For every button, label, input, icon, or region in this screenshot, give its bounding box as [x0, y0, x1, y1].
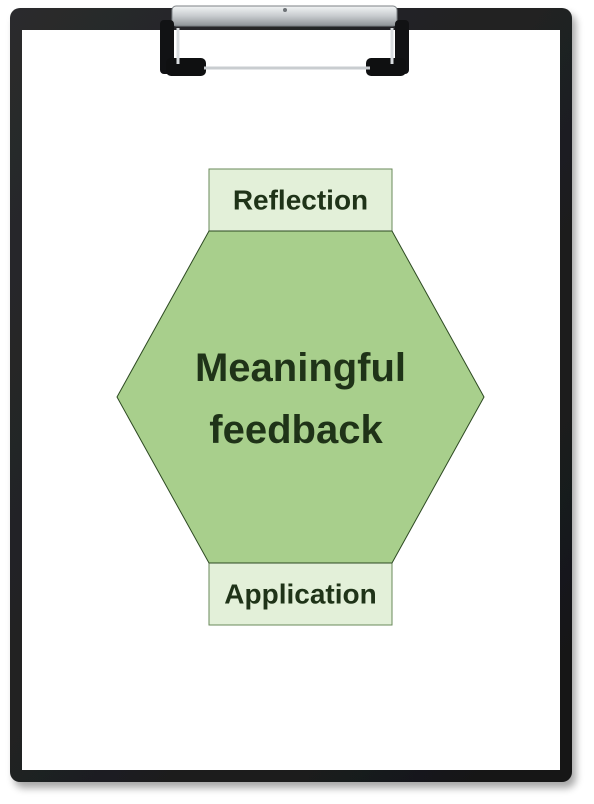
center-label-line2: feedback — [209, 408, 383, 452]
meaningful-feedback-hexagon: Meaningful feedback — [116, 230, 485, 564]
application-box: Application — [208, 562, 393, 626]
center-label-line1: Meaningful — [195, 346, 406, 390]
reflection-box: Reflection — [208, 168, 393, 232]
reflection-label: Reflection — [233, 185, 368, 216]
application-label: Application — [224, 579, 376, 610]
clipboard-clip-icon — [160, 5, 409, 76]
